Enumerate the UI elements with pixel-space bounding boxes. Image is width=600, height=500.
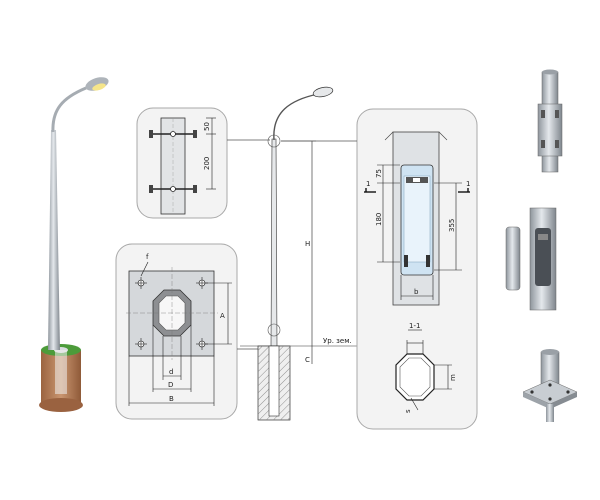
- top-detail-panel: 50 200: [136, 107, 270, 219]
- label-D: D: [168, 381, 173, 389]
- sleeve-bolt: [541, 110, 545, 118]
- lamp-pole: [48, 130, 60, 350]
- pole-elevation: Ур. зем. H C: [240, 86, 357, 421]
- lamp-3d-illustration: [39, 77, 109, 412]
- section-dimension-lines: [406, 340, 452, 411]
- octagon-section-inner: [399, 357, 431, 397]
- label-C: C: [305, 356, 310, 364]
- dim-A-lines: [205, 282, 232, 345]
- label-s: s: [404, 409, 412, 413]
- flange-stub: [546, 404, 554, 422]
- sleeve-bolt: [541, 140, 545, 148]
- pole-shaft: [270, 138, 278, 347]
- lamp-glow: [92, 83, 106, 91]
- soil-base: [39, 398, 83, 412]
- sleeve-bolt: [555, 140, 559, 148]
- sleeve-bolt: [555, 110, 559, 118]
- concrete-core: [55, 350, 67, 394]
- flange-plate-edge: [523, 392, 550, 409]
- label-f: f: [146, 253, 149, 261]
- centre-lines: [126, 267, 218, 360]
- label-m: m: [449, 374, 457, 381]
- pipe-door-3d: [505, 207, 557, 311]
- bolt-row-bottom: [149, 185, 197, 193]
- label-A: A: [220, 312, 225, 320]
- dim-355-label: 355: [448, 219, 456, 232]
- section-marks: [364, 188, 470, 193]
- dim-H-lines: [281, 140, 316, 364]
- section-mark-left: 1: [366, 180, 370, 188]
- dim-75-label: 75: [375, 169, 383, 178]
- hinge-left: [404, 255, 408, 267]
- pole-lamp: [312, 86, 334, 98]
- ground-level-label: Ур. зем.: [323, 337, 352, 345]
- bolt-holes: [135, 277, 208, 350]
- label-B: B: [169, 395, 174, 403]
- dim-50-label: 50: [203, 122, 211, 131]
- dim-180-label: 180: [375, 213, 383, 226]
- lamp-arm: [51, 86, 87, 133]
- bolt-row-top: [149, 130, 197, 138]
- detail-circle-top: [267, 134, 281, 148]
- label-b: b: [414, 288, 419, 296]
- door-inner: [403, 175, 431, 263]
- pipe-top-3d: [537, 69, 563, 173]
- flange-plate-edge: [550, 392, 577, 409]
- octagon-section-outer: [395, 353, 435, 401]
- opening-latch: [538, 234, 548, 240]
- hinge-right: [426, 255, 430, 267]
- f-leader: [140, 261, 149, 277]
- detail-circle-bottom: [267, 323, 281, 337]
- section-title: 1-1: [409, 322, 420, 330]
- flange-panel: f A d D B: [115, 243, 266, 420]
- flange-hole: [530, 390, 534, 394]
- pole-arm: [273, 93, 319, 141]
- dim-200-label: 200: [203, 157, 211, 170]
- door-latch: [413, 178, 420, 182]
- hatch-dimension-lines: [377, 164, 462, 300]
- lamp-head: [85, 77, 109, 91]
- hatch-detail-panel: 1 1 75 180 355 b 1-1: [281, 108, 478, 430]
- flange-hole: [566, 390, 570, 394]
- label-H: H: [305, 240, 310, 248]
- flange-hole: [548, 397, 552, 401]
- dimension-lines: [206, 117, 216, 190]
- section-mark-right: 1: [466, 180, 470, 188]
- pipe-opening: [535, 228, 551, 286]
- flange-hole: [548, 383, 552, 387]
- pipe-flange-3d: [522, 349, 578, 422]
- door-cover: [505, 226, 521, 291]
- label-d: d: [169, 368, 173, 376]
- embedded-pole: [268, 345, 280, 417]
- dim-bottom-lines: [128, 325, 215, 406]
